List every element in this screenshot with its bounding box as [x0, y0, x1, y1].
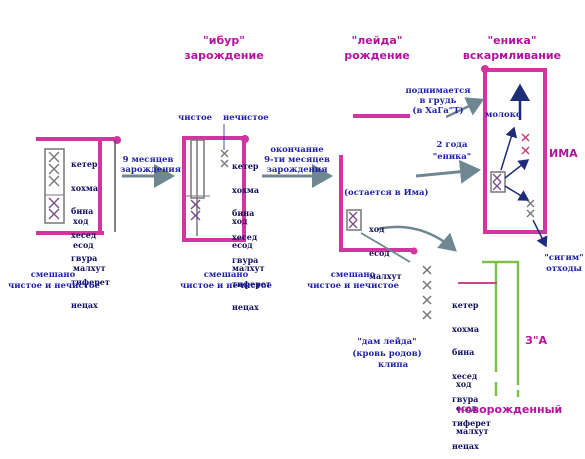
sefira-yesod: есод	[73, 239, 94, 250]
sefira-bina: бина	[71, 206, 94, 216]
sefira-hesed: хесед	[232, 231, 258, 242]
diagram-canvas	[36, 65, 548, 397]
arrow-to-klipa	[360, 232, 411, 263]
label-rises: поднимается в грудь (в ХаГа"Т)	[405, 86, 471, 116]
arrow-inner-down	[504, 185, 530, 201]
arrow-to-za	[377, 225, 457, 252]
sefira-yesod: есод	[232, 239, 253, 250]
sefira-gvura: гвура	[452, 394, 479, 404]
arrow-two-years	[415, 159, 481, 184]
label-mixed-ibur: смешано чистое и нечистое	[180, 270, 272, 291]
sefira-tiferet: тиферет	[71, 276, 110, 287]
sefira-tiferet: тиферет	[232, 278, 271, 289]
sefira-gvura: гвура	[71, 253, 98, 263]
box-ima	[481, 65, 547, 234]
sefira-yesod: есод	[369, 247, 390, 258]
crosses-ima-inner	[492, 173, 502, 191]
crosses-klipa	[422, 265, 432, 320]
sefira-netzah: нецах	[71, 300, 98, 310]
arrow-inner-right	[504, 159, 530, 179]
label-sigim: "сигим" отходы	[544, 253, 584, 274]
sefirot-lower-za: ход есод малхут	[456, 365, 489, 444]
sefira-hochma: хохма	[452, 323, 480, 334]
sefira-hochma: хохма	[232, 184, 260, 195]
crosses-ima-pink	[521, 133, 530, 155]
sefira-malchut: малхут	[456, 426, 489, 436]
sefira-hod: ход	[73, 216, 89, 226]
label-stays-in-ima: (остается в Има)	[344, 188, 429, 198]
label-dam-leida: "дам лейда" (кровь родов)	[352, 337, 422, 359]
label-mixed-leida: смешано чистое и нечистое	[307, 270, 399, 291]
label-pure: чистое	[178, 113, 213, 123]
sefirot-lower-ibur: ход есод малхут	[232, 202, 265, 281]
label-milk: молоко	[485, 110, 522, 120]
label-two-years: 2 года "еника"	[432, 140, 472, 162]
stage-title-ibur: "ибур"	[203, 34, 245, 47]
sefira-bina: бина	[232, 208, 255, 218]
crosses-initial	[48, 151, 60, 187]
sefira-netzah: нецах	[232, 302, 259, 312]
stage-subtitle-enika: вскармливание	[462, 49, 562, 62]
sefirot-lower-initial: ход есод малхут	[73, 202, 106, 281]
sefira-tiferet: тиферет	[452, 417, 491, 428]
sefira-hod: ход	[456, 379, 472, 389]
arrow-inner-up	[500, 126, 518, 171]
label-klipa: клипа	[378, 360, 409, 370]
crosses-initial-purple	[48, 197, 60, 220]
sefira-malchut: малхут	[232, 263, 265, 273]
sefirot-upper-initial: кетер хохма бина хесед гвура тиферет нец…	[71, 145, 110, 318]
sefira-yesod: есод	[456, 402, 477, 413]
crosses-ibur-impure	[220, 149, 229, 168]
stage-title-leida: "лейда"	[351, 34, 403, 47]
label-ima: ИМА	[549, 147, 578, 160]
arrow-to-sigim	[532, 219, 548, 248]
sefira-hod: ход	[232, 216, 248, 226]
crosses-ima-gray	[526, 199, 535, 218]
sefira-hochma: хохма	[71, 182, 99, 193]
sefira-hesed: хесед	[452, 370, 478, 381]
sefira-keter: кетер	[452, 300, 479, 310]
arrow-rises	[445, 97, 485, 119]
sefira-keter: кетер	[232, 161, 259, 171]
sefirot-lower-leida: ход есод малхут	[369, 210, 402, 289]
label-za: З"А	[525, 334, 548, 347]
label-impure: нечистое	[223, 113, 269, 123]
stage-subtitle-leida: рождение	[344, 49, 410, 62]
box-initial	[36, 136, 121, 235]
sefira-malchut: малхут	[73, 263, 106, 273]
sefira-netzah: нецах	[452, 441, 479, 451]
sefira-gvura: гвура	[232, 255, 259, 265]
sefira-bina: бина	[452, 347, 475, 357]
box-za	[458, 260, 520, 397]
sefira-hesed: хесед	[71, 229, 97, 240]
label-mixed-initial: смешано чистое и нечистое	[8, 270, 100, 291]
label-end-nine: окончание 9-ти месяцев зарождения	[264, 145, 330, 175]
stage-subtitle-ibur: зарождение	[184, 49, 264, 62]
sefira-keter: кетер	[71, 159, 98, 169]
sefirot-upper-ibur: кетер хохма бина хесед гвура тиферет нец…	[232, 147, 271, 320]
sefira-malchut: малхут	[369, 271, 402, 281]
crosses-ibur	[190, 199, 201, 221]
stage-title-enika: "еника"	[487, 34, 537, 47]
label-nine-months: 9 месяцев зарождения	[120, 155, 182, 175]
sefira-hod: ход	[369, 224, 385, 234]
crosses-leida	[348, 211, 358, 229]
label-newborn: новорожденный	[457, 403, 563, 416]
